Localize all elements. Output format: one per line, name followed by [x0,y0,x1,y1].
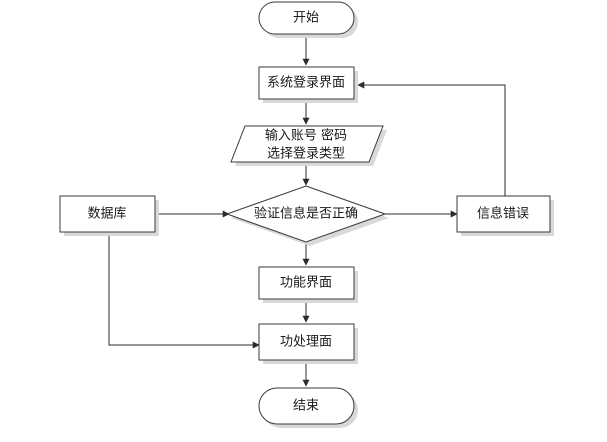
function-screen-label: 功能界面 [280,276,332,291]
start-node: 开始 [258,1,358,38]
error-node: 信息错误 [456,195,554,236]
verify-label: 验证信息是否正确 [254,206,358,222]
function-screen-node: 功能界面 [258,266,358,303]
error-label: 信息错误 [477,206,529,222]
database-node: 数据库 [59,195,159,236]
start-label: 开始 [293,11,319,26]
end-label: 结束 [293,399,319,414]
edges [108,37,506,387]
process-node: 功处理面 [258,323,358,364]
end-node: 结束 [258,387,358,428]
input-label-line1: 输入账号 密码 [265,128,347,144]
verify-decision-node: 验证信息是否正确 [225,185,389,246]
process-label: 功处理面 [280,335,332,350]
edge-error-to-login [357,81,506,196]
database-label: 数据库 [87,206,126,222]
login-screen-label: 系统登录界面 [267,76,345,91]
edge-database-to-process [108,232,260,349]
input-node: 输入账号 密码 选择登录类型 [230,125,387,166]
login-screen-node: 系统登录界面 [258,66,358,103]
input-label-line2: 选择登录类型 [267,147,345,162]
